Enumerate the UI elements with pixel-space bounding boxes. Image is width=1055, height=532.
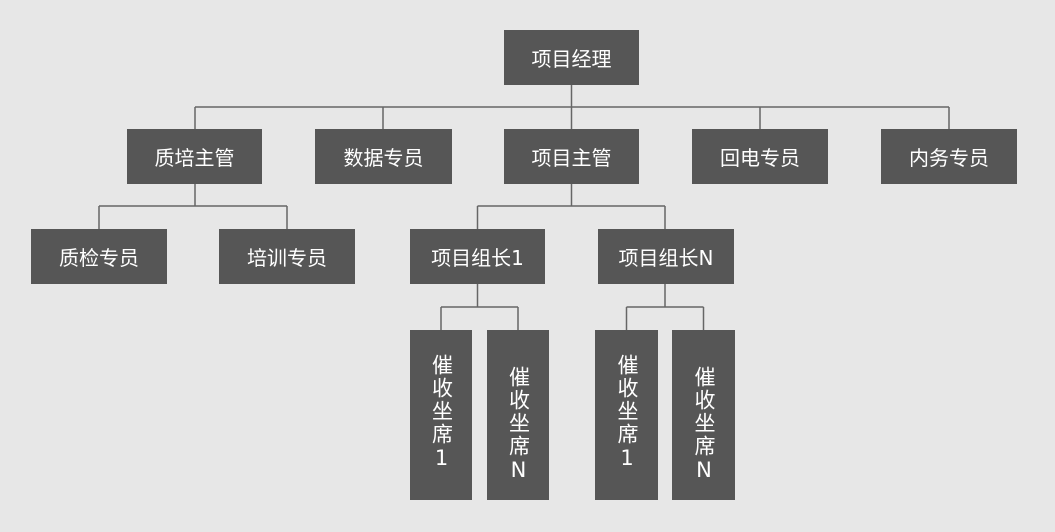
- node-label: 培训专员: [247, 246, 327, 270]
- node-label: 质检专员: [59, 246, 139, 270]
- node-label: 质培主管: [154, 146, 235, 170]
- node-quality-inspection-specialist: 质检专员: [31, 229, 167, 284]
- node-label: 催收坐席1: [615, 354, 639, 472]
- node-training-specialist: 培训专员: [219, 229, 355, 284]
- node-label: 项目组长1: [431, 246, 524, 270]
- node-callback-specialist: 回电专员: [692, 129, 828, 184]
- node-label: 项目组长N: [618, 246, 714, 270]
- node-quality-training-manager: 质培主管: [127, 129, 262, 184]
- node-team1-agent-1: 催收坐席1: [410, 330, 472, 500]
- node-team-lead-n: 项目组长N: [598, 229, 734, 284]
- node-team-lead-1: 项目组长1: [410, 229, 545, 284]
- node-admin-specialist: 内务专员: [881, 129, 1017, 184]
- node-label: 项目经理: [531, 47, 612, 71]
- node-project-supervisor: 项目主管: [504, 129, 639, 184]
- node-label: 数据专员: [343, 146, 424, 170]
- node-label: 回电专员: [720, 146, 800, 170]
- node-teamn-agent-n: 催收坐席N: [672, 330, 735, 500]
- node-label: 催收坐席1: [429, 354, 454, 472]
- node-label: 内务专员: [909, 146, 989, 170]
- node-project-manager-root: 项目经理: [504, 30, 639, 85]
- node-label: 催收坐席N: [506, 366, 531, 484]
- node-team1-agent-n: 催收坐席N: [487, 330, 549, 500]
- node-label: 催收坐席N: [692, 366, 716, 484]
- node-teamn-agent-1: 催收坐席1: [595, 330, 658, 500]
- node-data-specialist: 数据专员: [315, 129, 452, 184]
- node-label: 项目主管: [531, 146, 612, 170]
